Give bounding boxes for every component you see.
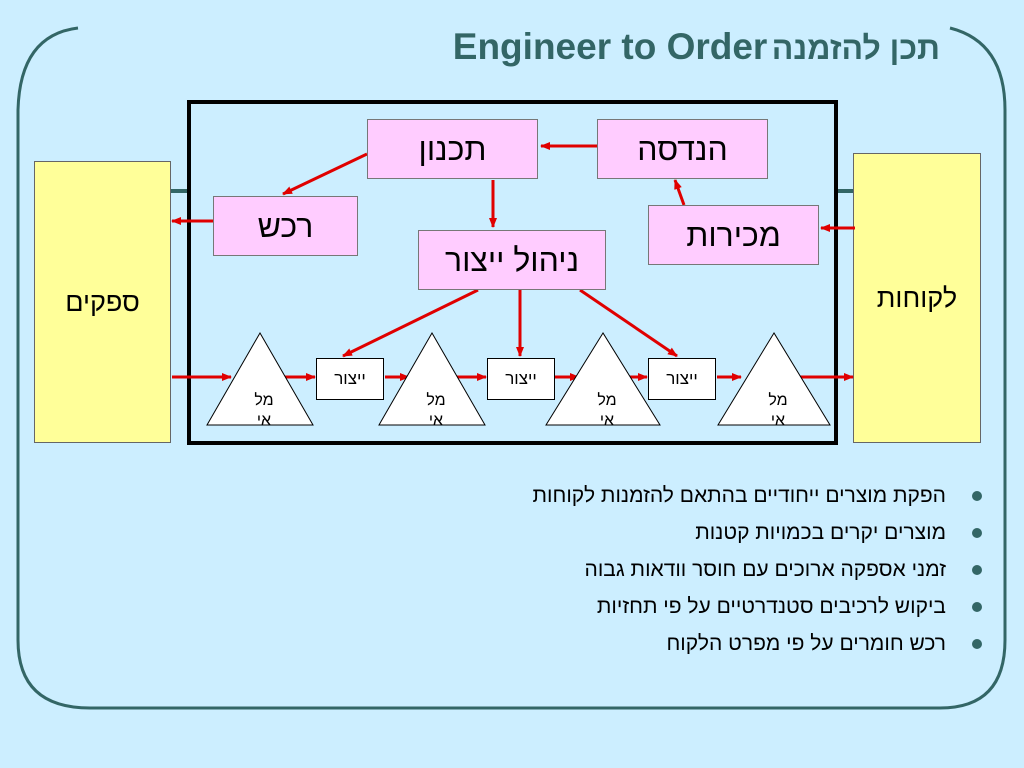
inventory-triangle-1 [206,331,314,426]
customers-box: לקוחות [853,153,981,443]
arrow-planning-to-procurement [282,152,368,196]
inventory-label-2-line1: מל [426,392,446,409]
sales-label: מכירות [686,216,781,253]
production-step-3-label: ייצור [666,369,698,388]
inventory-triangle-3 [545,332,661,426]
suppliers-label: ספקים [65,286,140,317]
bullet-dot-icon [972,602,982,612]
customers-label: לקוחות [876,282,958,313]
procurement-box: רכש [213,196,358,256]
inventory-label-1-line2: אי [256,412,272,429]
bullet-text: ביקוש לרכיבים סטנדרטיים על פי תחזיות [596,595,946,618]
production-step-2: ייצור [487,358,555,400]
title-english: Engineer to Order [452,26,768,67]
suppliers-box: ספקים [34,161,171,443]
arrow-sales-to-engineering [673,179,686,206]
inventory-label-1-line1: מל [254,392,274,409]
production-step-2-label: ייצור [505,369,537,388]
planning-box: תכנון [367,119,538,179]
engineering-box: הנדסה [597,119,768,179]
bullet-dot-icon [972,528,982,538]
sales-box: מכירות [648,205,819,265]
inventory-label-4-line1: מל [768,392,788,409]
bullet-dot-icon [972,491,982,501]
rounded-frame-border [16,26,1007,710]
title-hebrew: תכן להזמנה [771,30,940,66]
inventory-label-2: מל אי [416,391,456,431]
bullet-item: ביקוש לרכיבים סטנדרטיים על פי תחזיות [342,591,982,628]
bullet-item: רכש חומרים על פי מפרט הלקוח [342,628,982,665]
engineering-label: הנדסה [637,130,728,167]
bullet-dot-icon [972,565,982,575]
bullet-list: הפקת מוצרים ייחודיים בהתאם להזמנות לקוחו… [342,480,982,665]
bullet-item: הפקת מוצרים ייחודיים בהתאם להזמנות לקוחו… [342,480,982,517]
procurement-label: רכש [257,207,314,244]
arrow-mgmt-to-production-3 [579,288,678,358]
inventory-label-3: מל אי [587,391,627,431]
bullet-text: זמני אספקה ארוכים עם חוסר וודאות גבוה [584,558,946,581]
production-step-1: ייצור [316,358,384,400]
inventory-label-3-line2: אי [599,412,615,429]
bullet-text: מוצרים יקרים בכמויות קטנות [695,521,946,544]
bullet-text: הפקת מוצרים ייחודיים בהתאם להזמנות לקוחו… [532,484,946,507]
inventory-label-4-line2: אי [770,412,786,429]
production-management-box: ניהול ייצור [418,230,606,290]
production-step-3: ייצור [648,358,716,400]
planning-label: תכנון [418,130,487,167]
inventory-label-4: מל אי [758,391,798,431]
inventory-triangle-2 [378,331,486,426]
slide-title: תכן להזמנה Engineer to Order [200,22,940,72]
production-management-label: ניהול ייצור [444,241,580,278]
bullet-item: זמני אספקה ארוכים עם חוסר וודאות גבוה [342,554,982,591]
production-step-1-label: ייצור [334,369,366,388]
bullet-dot-icon [972,639,982,649]
inventory-label-2-line2: אי [428,412,444,429]
inventory-triangle-4 [717,332,831,426]
inventory-label-1: מל אי [244,391,284,431]
arrow-mgmt-to-production-1 [342,288,479,358]
inventory-label-3-line1: מל [597,392,617,409]
bullet-item: מוצרים יקרים בכמויות קטנות [342,517,982,554]
bullet-text: רכש חומרים על פי מפרט הלקוח [666,632,946,655]
